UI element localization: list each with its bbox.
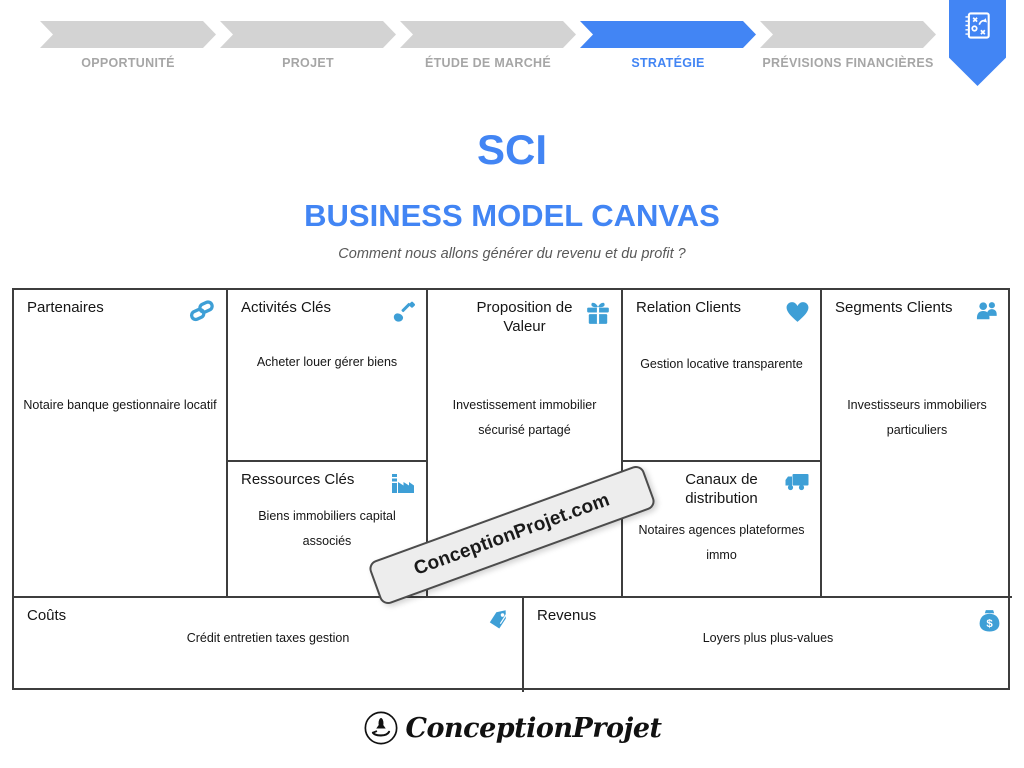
cell-value-proposition: Proposition de Valeur Investissement imm… bbox=[428, 290, 621, 596]
cell-key-resources: Ressources Clés Biens immobiliers capita… bbox=[228, 462, 426, 596]
nav-label-previsions[interactable]: PRÉVISIONS FINANCIÈRES bbox=[762, 56, 934, 70]
value-proposition-title: Proposition de Valeur bbox=[476, 299, 573, 335]
process-nav-labels: OPPORTUNITÉ PROJET ÉTUDE DE MARCHÉ STRAT… bbox=[40, 56, 936, 70]
channels-body: Notaires agences plateformes immo bbox=[638, 523, 805, 562]
gift-icon bbox=[587, 302, 609, 324]
nav-label-projet[interactable]: PROJET bbox=[282, 56, 334, 70]
cell-partners: Partenaires Notaire banque gestionnaire … bbox=[14, 290, 226, 596]
nav-step-previsions[interactable] bbox=[760, 21, 936, 48]
strategy-ribbon bbox=[949, 0, 1006, 86]
grid-line bbox=[226, 290, 228, 596]
revenues-title: Revenus bbox=[537, 607, 597, 624]
cell-key-activities: Activités Clés Acheter louer gérer biens bbox=[228, 290, 426, 460]
key-resources-body: Biens immobiliers capital associés bbox=[258, 509, 396, 548]
nav-step-etude[interactable] bbox=[400, 21, 576, 48]
cell-customer-segments: Segments Clients Investisseurs immobilie… bbox=[822, 290, 1012, 596]
truck-icon bbox=[785, 474, 809, 491]
factory-icon bbox=[392, 474, 414, 493]
people-icon bbox=[976, 302, 997, 320]
value-proposition-body: Investissement immobilier sécurisé parta… bbox=[452, 398, 597, 437]
costs-title: Coûts bbox=[27, 607, 67, 624]
channels-title: Canaux de distribution bbox=[685, 471, 758, 507]
grid-line bbox=[522, 596, 524, 692]
customer-segments-body: Investisseurs immobiliers particuliers bbox=[847, 398, 987, 437]
nav-step-strategie[interactable] bbox=[580, 21, 756, 48]
key-resources-title: Ressources Clés bbox=[241, 471, 355, 488]
cell-revenues: Revenus $ Loyers plus plus-values bbox=[524, 598, 1012, 692]
customer-relations-body: Gestion locative transparente bbox=[640, 357, 803, 371]
customer-relations-title: Relation Clients bbox=[636, 299, 742, 316]
chain-link-icon bbox=[189, 300, 214, 322]
heart-icon bbox=[786, 302, 809, 322]
partners-body: Notaire banque gestionnaire locatif bbox=[23, 398, 217, 412]
strategy-board-icon bbox=[965, 12, 990, 39]
page-subtitle: BUSINESS MODEL CANVAS bbox=[304, 198, 720, 233]
process-nav bbox=[40, 21, 936, 48]
grid-line bbox=[226, 460, 428, 462]
grid-line bbox=[820, 290, 822, 596]
cell-channels: Canaux de distribution Notaires agences … bbox=[623, 462, 820, 596]
shovel-icon bbox=[393, 301, 415, 322]
svg-text:$: $ bbox=[986, 618, 993, 630]
footer-logo: ConceptionProjet bbox=[0, 710, 1024, 746]
customer-segments-title: Segments Clients bbox=[835, 299, 953, 316]
hand-rocket-logo-icon bbox=[364, 711, 397, 745]
business-model-canvas: Partenaires Notaire banque gestionnaire … bbox=[12, 288, 1012, 692]
page-tagline: Comment nous allons générer du revenu et… bbox=[338, 246, 686, 262]
page-title: SCI bbox=[476, 126, 547, 173]
partners-title: Partenaires bbox=[27, 299, 104, 316]
costs-body: Crédit entretien taxes gestion bbox=[186, 631, 350, 645]
footer-logo-text: ConceptionProjet bbox=[405, 712, 662, 744]
money-bag-icon: $ bbox=[979, 610, 1000, 632]
nav-step-opportunite[interactable] bbox=[40, 21, 216, 48]
cell-costs: Coûts Crédit entretien taxes gestion bbox=[14, 598, 522, 692]
key-activities-body: Acheter louer gérer biens bbox=[256, 355, 398, 369]
grid-line bbox=[621, 460, 822, 462]
grid-line bbox=[426, 290, 428, 596]
nav-label-opportunite[interactable]: OPPORTUNITÉ bbox=[81, 56, 175, 70]
nav-step-projet[interactable] bbox=[220, 21, 396, 48]
tag-icon bbox=[489, 610, 509, 629]
nav-label-strategie[interactable]: STRATÉGIE bbox=[631, 56, 705, 70]
revenues-body: Loyers plus plus-values bbox=[702, 631, 834, 645]
grid-line bbox=[14, 596, 1012, 598]
grid-line bbox=[621, 290, 623, 596]
cell-customer-relations: Relation Clients Gestion locative transp… bbox=[623, 290, 820, 460]
nav-label-etude[interactable]: ÉTUDE DE MARCHÉ bbox=[424, 56, 552, 70]
key-activities-title: Activités Clés bbox=[241, 299, 332, 316]
